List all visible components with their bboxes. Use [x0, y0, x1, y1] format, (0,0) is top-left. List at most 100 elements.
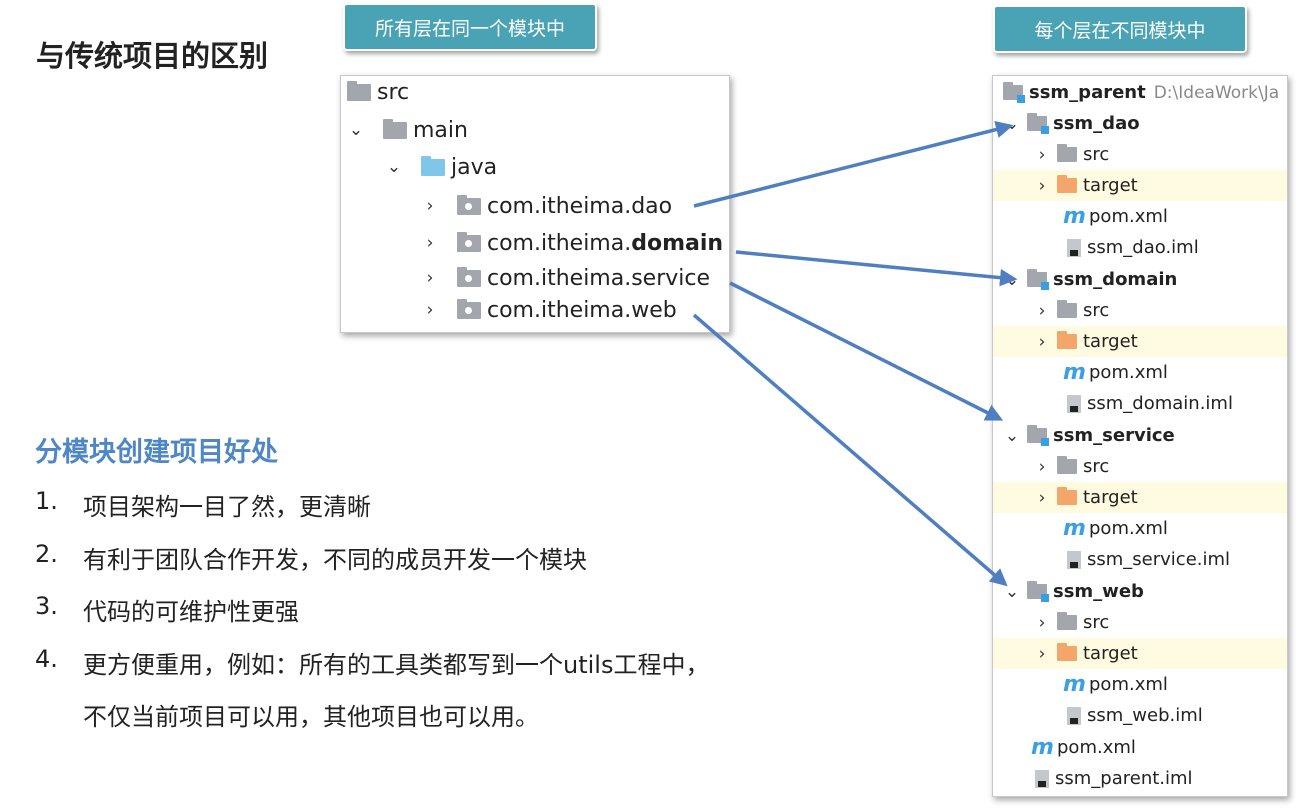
tree-row-java[interactable]: ⌄ java	[383, 149, 497, 185]
list-item: 4. 更方便重用，例如：所有的工具类都写到一个utils工程中，	[35, 645, 709, 680]
tree-row-iml[interactable]: ssm_web.iml	[1063, 700, 1203, 731]
tree-label: pom.xml	[1089, 518, 1168, 539]
tree-label: src	[1083, 144, 1110, 165]
folder-icon	[1057, 612, 1077, 630]
package-icon	[457, 194, 481, 215]
tree-row-target[interactable]: › target	[993, 638, 1287, 669]
chevron-right-icon[interactable]: ›	[426, 233, 434, 253]
tree-row-module-dao[interactable]: ⌄ ssm_dao	[1001, 108, 1140, 139]
tree-label: ssm_service.iml	[1087, 549, 1231, 570]
list-number: 1.	[35, 487, 58, 515]
package-icon	[457, 266, 481, 287]
chevron-right-icon[interactable]: ›	[1038, 487, 1046, 508]
tree-label: ssm_web	[1053, 581, 1144, 602]
tree-label: ssm_service	[1053, 425, 1175, 446]
tree-row-iml[interactable]: ssm_service.iml	[1063, 544, 1230, 575]
package-icon	[457, 298, 481, 319]
tree-label: ssm_domain	[1053, 269, 1178, 290]
chevron-right-icon[interactable]: ›	[426, 300, 434, 320]
tree-row-pom[interactable]: m pom.xml	[1063, 669, 1168, 700]
chevron-down-icon[interactable]: ⌄	[1004, 425, 1020, 446]
chevron-down-icon[interactable]: ⌄	[386, 157, 402, 177]
chevron-right-icon[interactable]: ›	[1038, 175, 1046, 196]
tree-row-pom[interactable]: m pom.xml	[1063, 201, 1168, 232]
tree-row-package-domain[interactable]: › com.itheima.domain	[419, 225, 723, 261]
chevron-right-icon[interactable]: ›	[426, 268, 434, 288]
tree-row-src[interactable]: › src	[1031, 607, 1109, 638]
tree-row-pom[interactable]: m pom.xml	[1063, 513, 1168, 544]
chevron-down-icon[interactable]: ⌄	[1004, 269, 1020, 290]
tree-row-target[interactable]: › target	[993, 326, 1287, 357]
tree-label: com.itheima.service	[487, 265, 711, 291]
chevron-right-icon[interactable]: ›	[1038, 643, 1046, 664]
tree-label: com.itheima.dao	[487, 193, 673, 219]
tag-different-modules: 每个层在不同模块中	[993, 5, 1247, 53]
tree-label: ssm_dao	[1053, 113, 1140, 134]
tree-row-module-web[interactable]: ⌄ ssm_web	[1001, 576, 1144, 607]
chevron-down-icon[interactable]: ⌄	[1004, 581, 1020, 602]
maven-icon: m	[1063, 672, 1086, 697]
tree-label: pom.xml	[1089, 674, 1168, 695]
iml-file-icon	[1067, 238, 1081, 257]
tree-row-iml[interactable]: ssm_dao.iml	[1063, 232, 1199, 263]
excluded-folder-icon	[1057, 331, 1077, 349]
maven-icon: m	[1063, 516, 1086, 541]
list-item: 3. 代码的可维护性更强	[35, 592, 299, 627]
tree-row-src[interactable]: › src	[1031, 139, 1109, 170]
tree-row-root[interactable]: ssm_parent D:\IdeaWork\Ja	[1003, 77, 1287, 108]
module-folder-icon	[1027, 425, 1049, 446]
list-item: 1. 项目架构一目了然，更清晰	[35, 487, 371, 522]
tree-row-module-service[interactable]: ⌄ ssm_service	[1001, 420, 1175, 451]
tree-row-package-web[interactable]: › com.itheima.web	[419, 292, 677, 328]
tree-label-bold: domain	[631, 230, 724, 256]
tree-label: ssm_domain.iml	[1087, 393, 1233, 414]
iml-file-icon	[1067, 550, 1081, 569]
module-folder-icon	[1027, 269, 1049, 290]
tree-row-root-pom[interactable]: m pom.xml	[1031, 732, 1136, 763]
tree-label: main	[413, 117, 468, 143]
arrow-domain	[735, 250, 1018, 287]
folder-icon	[1057, 144, 1077, 162]
maven-icon: m	[1031, 735, 1054, 760]
tree-label: target	[1083, 175, 1138, 196]
benefits-title: 分模块创建项目好处	[35, 437, 278, 468]
multi-module-tree: ssm_parent D:\IdeaWork\Ja ⌄ ssm_dao › sr…	[992, 75, 1288, 797]
tree-row-iml[interactable]: ssm_domain.iml	[1063, 388, 1233, 419]
tree-row-package-dao[interactable]: › com.itheima.dao	[419, 188, 673, 224]
chevron-right-icon[interactable]: ›	[426, 196, 434, 216]
chevron-right-icon[interactable]: ›	[1038, 612, 1046, 633]
tree-row-target[interactable]: › target	[993, 170, 1287, 201]
tree-row-src[interactable]: › src	[1031, 451, 1109, 482]
tree-row-pom[interactable]: m pom.xml	[1063, 357, 1168, 388]
root-path: D:\IdeaWork\Ja	[1153, 82, 1280, 103]
chevron-down-icon[interactable]: ⌄	[348, 120, 364, 140]
tree-row-package-service[interactable]: › com.itheima.service	[419, 260, 710, 296]
list-text: 有利于团队合作开发，不同的成员开发一个模块	[83, 546, 587, 574]
tree-label: src	[1083, 300, 1110, 321]
chevron-right-icon[interactable]: ›	[1038, 300, 1046, 321]
chevron-right-icon[interactable]: ›	[1038, 456, 1046, 477]
tree-label: ssm_web.iml	[1087, 705, 1203, 726]
tree-row-root-iml[interactable]: ssm_parent.iml	[1031, 763, 1193, 794]
module-folder-icon	[1003, 82, 1025, 103]
tree-row-main[interactable]: ⌄ main	[345, 112, 468, 148]
tree-label: pom.xml	[1057, 737, 1136, 758]
tree-row-src[interactable]: › src	[1031, 295, 1109, 326]
tree-row-src[interactable]: src	[347, 74, 409, 110]
arrow-service	[729, 281, 1004, 421]
maven-icon: m	[1063, 204, 1086, 229]
list-item: 2. 有利于团队合作开发，不同的成员开发一个模块	[35, 540, 587, 575]
chevron-right-icon[interactable]: ›	[1038, 144, 1046, 165]
tree-row-module-domain[interactable]: ⌄ ssm_domain	[1001, 264, 1177, 295]
tree-label: pom.xml	[1089, 362, 1168, 383]
tree-row-target[interactable]: › target	[993, 482, 1287, 513]
folder-icon	[1057, 300, 1077, 318]
tree-label: target	[1083, 643, 1138, 664]
chevron-right-icon[interactable]: ›	[1038, 331, 1046, 352]
iml-file-icon	[1067, 706, 1081, 725]
tree-label: target	[1083, 331, 1138, 352]
maven-icon: m	[1063, 360, 1086, 385]
chevron-down-icon[interactable]: ⌄	[1004, 113, 1020, 134]
tree-label: target	[1083, 487, 1138, 508]
module-folder-icon	[1027, 113, 1049, 134]
